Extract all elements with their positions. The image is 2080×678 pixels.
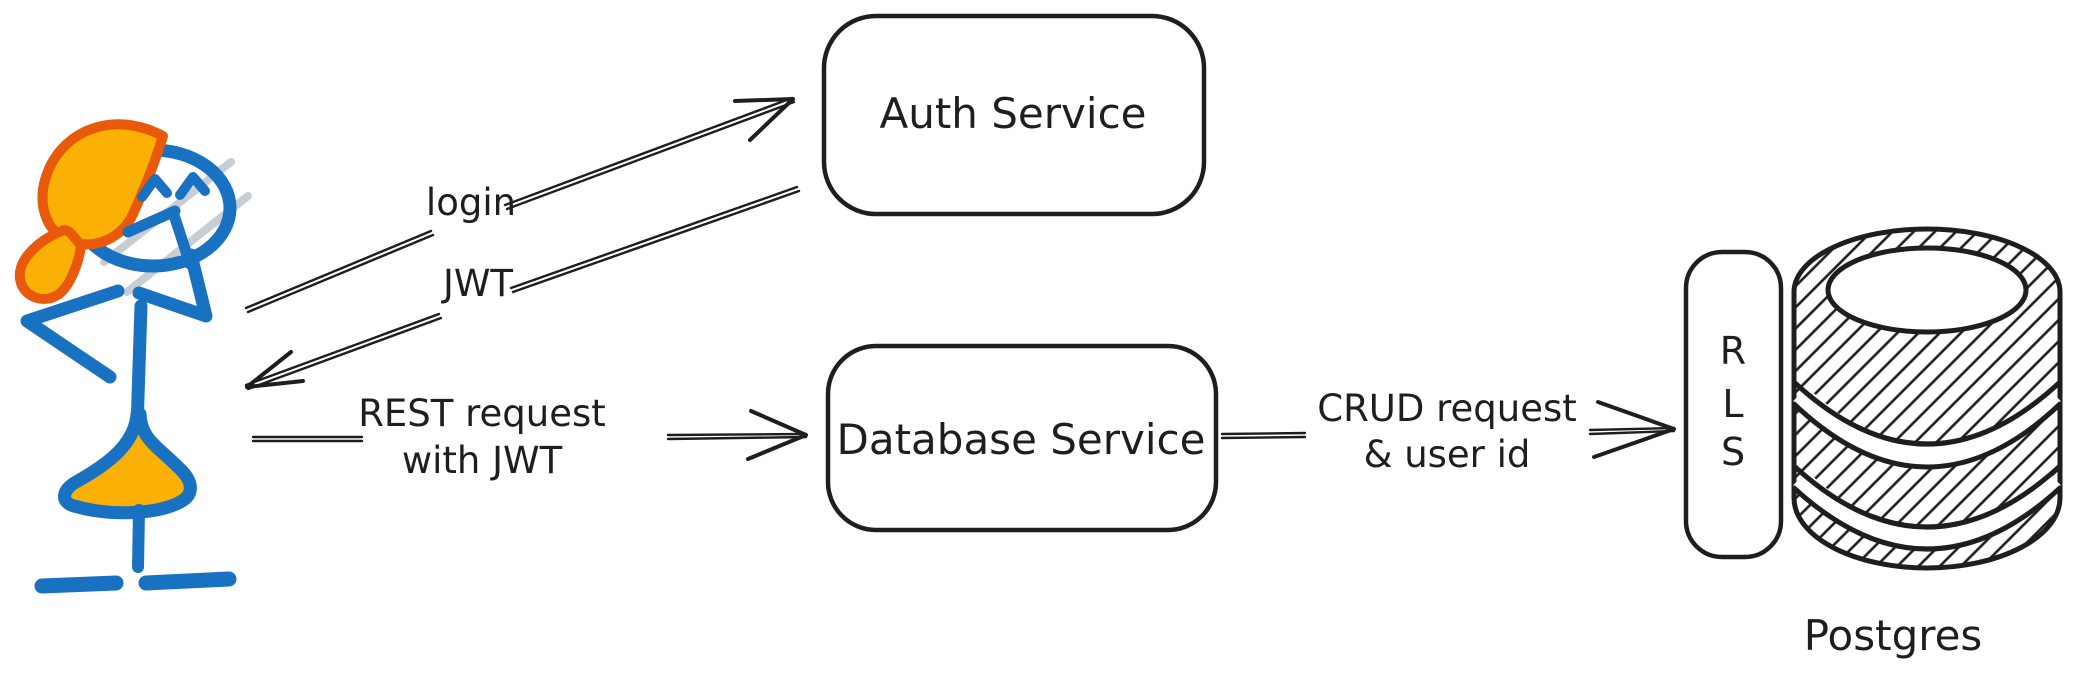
rls-letter-r: R [1720, 329, 1746, 373]
crud-label-line2: & user id [1364, 433, 1531, 476]
user-figure [14, 119, 252, 594]
postgres-database-icon [1791, 226, 2063, 571]
jwt-arrow-shaft-right [509, 185, 801, 294]
auth-service-label: Auth Service [879, 89, 1146, 138]
node-auth-service: Auth Service [821, 13, 1207, 217]
rest-arrow-shaft-right [666, 432, 808, 441]
edge-crud: CRUD request & user id [1220, 387, 1676, 476]
jwt-arrow-shaft-left [244, 312, 443, 391]
login-arrowhead [733, 97, 795, 142]
node-database-service: Database Service [825, 343, 1219, 533]
edge-rest: REST request with JWT [251, 392, 808, 482]
edge-jwt: JWT [244, 185, 801, 391]
edge-login: login [244, 96, 796, 314]
cylinder-gap-1 [1793, 386, 2061, 465]
cylinder-band-edge [1791, 379, 2063, 447]
user-hair-tail [14, 225, 86, 304]
crud-arrowhead [1592, 400, 1676, 459]
rest-label-line1: REST request [358, 392, 606, 435]
user-foot-right [138, 571, 237, 591]
rest-arrowhead [746, 409, 808, 461]
rest-arrow-shaft-left [251, 435, 364, 443]
cylinder-band-edge [1791, 463, 2063, 530]
cylinder-band-edge [1791, 485, 2063, 552]
jwt-arrowhead [245, 350, 305, 389]
postgres-label: Postgres [1804, 611, 1983, 660]
user-eye-left [137, 174, 172, 202]
node-rls: R L S [1683, 249, 1784, 560]
rls-box [1683, 249, 1784, 560]
user-arm-right [132, 248, 213, 323]
cylinder-band-edge [1791, 401, 2063, 470]
database-service-label: Database Service [837, 415, 1206, 464]
crud-arrow-shaft-left [1220, 431, 1307, 440]
crud-arrow-shaft-right [1588, 426, 1676, 436]
cylinder-top-opening [1825, 245, 2029, 335]
rls-letter-s: S [1721, 430, 1745, 474]
crud-label-line1: CRUD request [1317, 387, 1577, 430]
user-eye-right [175, 172, 210, 200]
node-postgres: Postgres [1791, 226, 2063, 660]
user-foot-left [34, 575, 124, 594]
database-service-box [825, 343, 1219, 533]
user-leg [132, 504, 145, 573]
cylinder-gap-2 [1793, 470, 2061, 549]
auth-service-box [821, 13, 1207, 217]
login-arrow-shaft-left [244, 229, 435, 314]
rls-letter-l: L [1722, 382, 1743, 426]
user-skirt [58, 407, 197, 520]
rest-label-line2: with JWT [402, 439, 563, 482]
login-arrow-shaft-right [503, 96, 796, 211]
login-label: login [426, 181, 516, 224]
user-arm-left [20, 284, 125, 384]
user-smile [122, 205, 181, 238]
jwt-label: JWT [441, 262, 513, 305]
